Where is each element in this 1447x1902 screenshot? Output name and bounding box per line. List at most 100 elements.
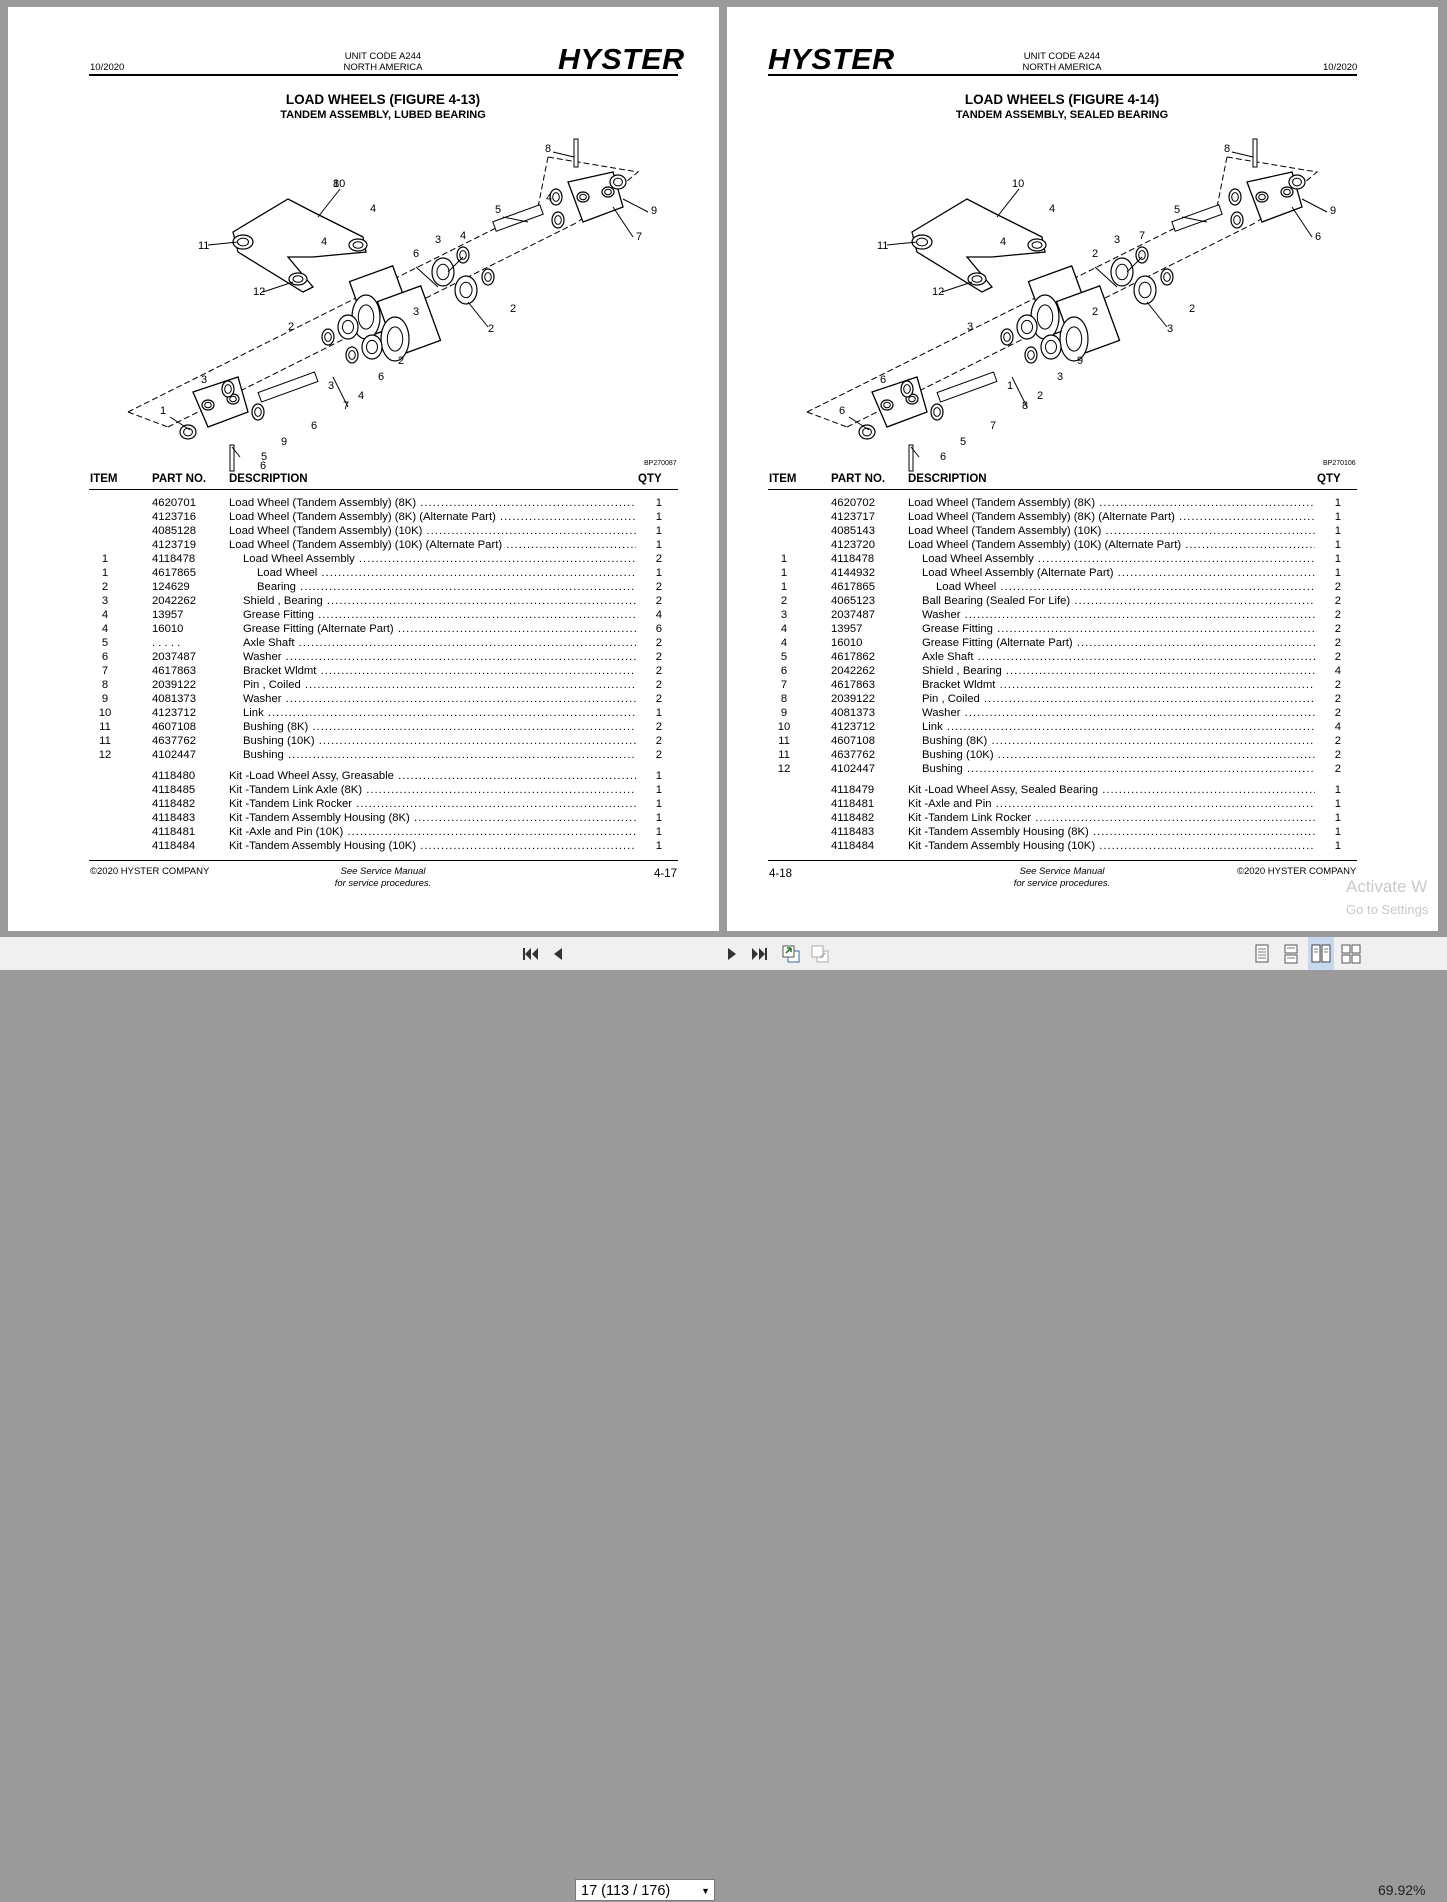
page-number-select[interactable]: 17 (113 / 176) ▼ [575, 1879, 715, 1901]
part-description: Grease Fitting .........................… [922, 622, 1315, 636]
leader-line [231, 446, 241, 458]
item-number: 1 [780, 553, 788, 565]
callout-label: 6 [413, 248, 419, 260]
quantity: 2 [1334, 679, 1341, 691]
leader-line [1301, 198, 1328, 213]
quantity: 2 [1334, 707, 1341, 719]
quantity: 1 [1334, 511, 1341, 523]
item-number: 9 [101, 693, 109, 705]
leader-dots: ........................................… [413, 812, 636, 824]
description-text: Load Wheel (Tandem Assembly) (10K) (Alte… [229, 539, 503, 551]
next-page-icon[interactable] [720, 937, 744, 970]
table-row: 4123717 Load Wheel (Tandem Assembly) (8K)… [727, 510, 1438, 524]
part-description: Shield , Bearing .......................… [243, 594, 636, 608]
part-description: Link ...................................… [243, 706, 636, 720]
leader-line [1126, 256, 1143, 273]
document-page-left: 10/2020 UNIT CODE A244 NORTH AMERICA HYS… [8, 7, 719, 931]
go-forward-icon[interactable] [808, 937, 832, 970]
leader-dots: ........................................… [1099, 840, 1315, 852]
see-service-manual: See Service Manual [1019, 866, 1105, 877]
item-number: 10 [98, 707, 112, 719]
part-description: Grease Fitting (Alternate Part) ........… [243, 622, 636, 636]
description-text: Kit -Load Wheel Assy, Sealed Bearing [908, 784, 1099, 796]
callout-label: 10 [1012, 178, 1024, 190]
part-number: 4123717 [831, 511, 875, 523]
prev-page-icon[interactable] [546, 937, 570, 970]
leader-dots: ........................................… [420, 840, 636, 852]
quantity: 1 [655, 511, 662, 523]
description-text: Axle Shaft [243, 637, 295, 649]
part-number: 4118484 [831, 840, 875, 852]
part-description: Load Wheel (Tandem Assembly) (8K) (Alter… [908, 510, 1315, 524]
leader-dots: ........................................… [997, 623, 1315, 635]
washer [552, 192, 560, 202]
washer [183, 427, 193, 437]
quantity: 2 [655, 581, 662, 593]
callout-label: 12 [932, 286, 944, 298]
column-header-qty: QTY [638, 473, 662, 485]
column-header-description: DESCRIPTION [908, 473, 987, 485]
shield [324, 332, 332, 342]
continuous-icon[interactable] [1279, 937, 1303, 970]
description-text: Load Wheel (Tandem Assembly) (8K) [229, 497, 417, 509]
go-back-icon[interactable] [779, 937, 803, 970]
part-number: 4065123 [831, 595, 875, 607]
service-procedures: for service procedures. [334, 878, 432, 889]
callout-label: 8 [1022, 400, 1028, 412]
item-number: 3 [101, 595, 109, 607]
part-description: Ball Bearing (Sealed For Life) .........… [922, 594, 1315, 608]
part-number: 4118478 [831, 553, 875, 565]
part-number: 4607108 [831, 735, 875, 747]
last-page-icon[interactable] [748, 937, 772, 970]
part-number: 4620701 [152, 497, 196, 509]
header-rule [89, 74, 678, 76]
part-description: Bushing (8K) ...........................… [243, 720, 636, 734]
quantity: 2 [655, 749, 662, 761]
leader-line [447, 256, 464, 273]
part-number: . . . . . [152, 637, 181, 649]
callout-label: 7 [343, 400, 349, 412]
description-text: Pin , Coiled [243, 679, 301, 691]
part-number: 4637762 [831, 749, 875, 761]
item-number: 9 [780, 707, 788, 719]
item-number: 8 [780, 693, 788, 705]
continuous-facing-icon[interactable] [1339, 937, 1363, 970]
column-header-item: ITEM [769, 473, 797, 485]
quantity: 2 [1334, 623, 1341, 635]
footer-rule [89, 860, 678, 861]
facing-icon[interactable] [1308, 937, 1334, 970]
item-number: 2 [780, 595, 788, 607]
quantity: 1 [655, 798, 662, 810]
description-text: Load Wheel Assembly [243, 553, 355, 565]
bearing [1045, 339, 1057, 355]
leader-dots: ........................................… [1099, 497, 1315, 509]
callout-label: 5 [960, 436, 966, 448]
quantity: 2 [1334, 749, 1341, 761]
quantity: 2 [655, 665, 662, 677]
leader-dots: ........................................… [991, 735, 1315, 747]
first-page-icon[interactable] [518, 937, 542, 970]
part-number: 4123720 [831, 539, 875, 551]
zoom-level[interactable]: 69.92% [1378, 1882, 1426, 1898]
bearing [459, 281, 473, 299]
description-text: Washer [922, 707, 961, 719]
washer [224, 384, 232, 394]
single-page-icon[interactable] [1250, 937, 1274, 970]
bracket-hole [1258, 193, 1266, 201]
description-text: Load Wheel (Tandem Assembly) (10K) [229, 525, 423, 537]
table-header-rule [768, 489, 1357, 490]
page-subtitle: TANDEM ASSEMBLY, SEALED BEARING [955, 109, 1169, 121]
leader-dots: ........................................… [347, 826, 636, 838]
part-number: 4081373 [152, 693, 196, 705]
